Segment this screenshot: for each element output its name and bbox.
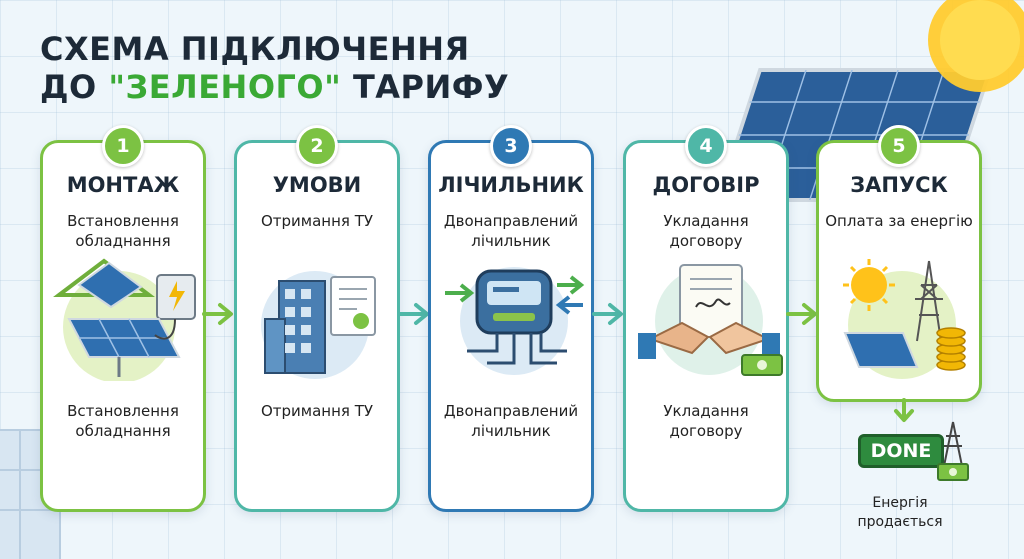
done-description: Енергія продається: [857, 495, 943, 530]
title-suffix: ТАРИФУ: [341, 68, 510, 106]
step-subtitle: Встановлення обладнання: [67, 212, 179, 250]
step-subtitle: Укладання договору: [663, 212, 749, 250]
sun-icon: [928, 0, 1024, 92]
handshake-contract-icon: [638, 264, 783, 376]
step-card-2: 2 УМОВИ Отримання ТУ Отримання ТУ: [234, 125, 400, 512]
title-highlight: "ЗЕЛЕНОГО": [108, 68, 342, 106]
step-description: Двонаправлений лічильник: [443, 402, 579, 440]
step-title: ЗАПУСК: [850, 173, 948, 197]
arrow-down-icon: [894, 398, 914, 422]
step-subtitle: Отримання ТУ: [260, 212, 374, 230]
step-title: ДОГОВІР: [652, 173, 760, 197]
arrow-right-icon: [592, 303, 623, 325]
arrow-right-icon: [786, 303, 817, 325]
step-number-badge: 2: [296, 125, 338, 167]
step-title: МОНТАЖ: [66, 173, 180, 197]
step-number-badge: 3: [490, 125, 532, 167]
bidirectional-meter-icon: [445, 267, 585, 375]
step-title: УМОВИ: [272, 173, 362, 197]
sun-icon: [843, 259, 895, 311]
step-number-badge: 1: [102, 125, 144, 167]
power-tower-cash-icon: [937, 421, 969, 481]
solar-panel-inverter-icon: [53, 258, 196, 381]
done-badge: DONE: [858, 434, 944, 468]
title-line-1: СХЕМА ПІДКЛЮЧЕННЯ: [40, 30, 470, 68]
step-number-badge: 5: [878, 125, 920, 167]
step-card-3: 3 ЛІЧИЛЬНИК Двонаправлений лічильник Дво…: [428, 125, 594, 512]
step-description: Укладання договору: [663, 402, 749, 440]
power-tower-icon: [915, 260, 943, 342]
sun-tower-coins-icon: [843, 259, 966, 379]
building-document-icon: [261, 271, 376, 379]
step-description: Встановлення обладнання: [67, 402, 179, 440]
step-card-5: 5 ЗАПУСК Оплата за енергію: [816, 125, 982, 402]
step-number-badge: 4: [685, 125, 727, 167]
step-subtitle: Оплата за енергію: [825, 212, 973, 230]
step-card-4: 4 ДОГОВІР Укладання договору Укладання д…: [623, 125, 789, 512]
page-title: СХЕМА ПІДКЛЮЧЕННЯ ДО "ЗЕЛЕНОГО" ТАРИФУ: [40, 30, 509, 106]
title-line-2: ДО "ЗЕЛЕНОГО" ТАРИФУ: [40, 68, 509, 106]
step-subtitle: Двонаправлений лічильник: [443, 212, 579, 250]
step-card-1: 1 МОНТАЖ Встановлення обладнання Встанов…: [40, 125, 206, 512]
arrow-right-icon: [202, 303, 233, 325]
title-prefix: ДО: [40, 68, 109, 106]
arrow-right-icon: [398, 303, 429, 325]
step-title: ЛІЧИЛЬНИК: [438, 173, 584, 197]
step-description: Отримання ТУ: [260, 402, 374, 420]
